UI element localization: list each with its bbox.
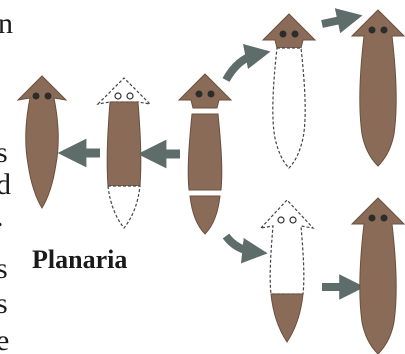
eye-icon [278,217,284,223]
eye-icon [127,93,133,99]
eye-icon [280,31,287,38]
eye-icon [292,31,299,38]
eye-icon [381,215,388,222]
margin-letter: s [0,252,8,285]
margin-letter: s [0,136,8,169]
planarian-regenerated-bottom-right [352,198,404,354]
eye-icon [115,93,121,99]
eye-icon [369,215,376,222]
margin-letter: s [0,287,8,320]
diagram-caption: Planaria [32,245,127,274]
margin-text: n s d . s s e [0,7,13,354]
arrow-curved-down-icon [226,236,255,252]
arrow-curved-up-icon [226,54,258,80]
arrow-right-icon [322,18,350,24]
planarian-regenerated-left [18,76,66,208]
planarian-cut-original [179,74,231,234]
eye-icon [33,93,40,100]
margin-letter: e [0,324,9,354]
margin-letter: n [0,7,13,40]
eye-icon [208,91,215,98]
eye-icon [290,217,296,223]
planarian-middle-regenerating [98,78,150,228]
eye-icon [45,93,52,100]
planarian-regenerated-top-right [352,10,404,166]
eye-icon [381,27,388,34]
margin-letter: . [0,200,4,233]
planarian-tail-regenerating [261,200,313,342]
eye-icon [196,91,203,98]
margin-letter: d [0,168,11,201]
planarian-head-regenerating [263,14,315,168]
eye-icon [369,27,376,34]
